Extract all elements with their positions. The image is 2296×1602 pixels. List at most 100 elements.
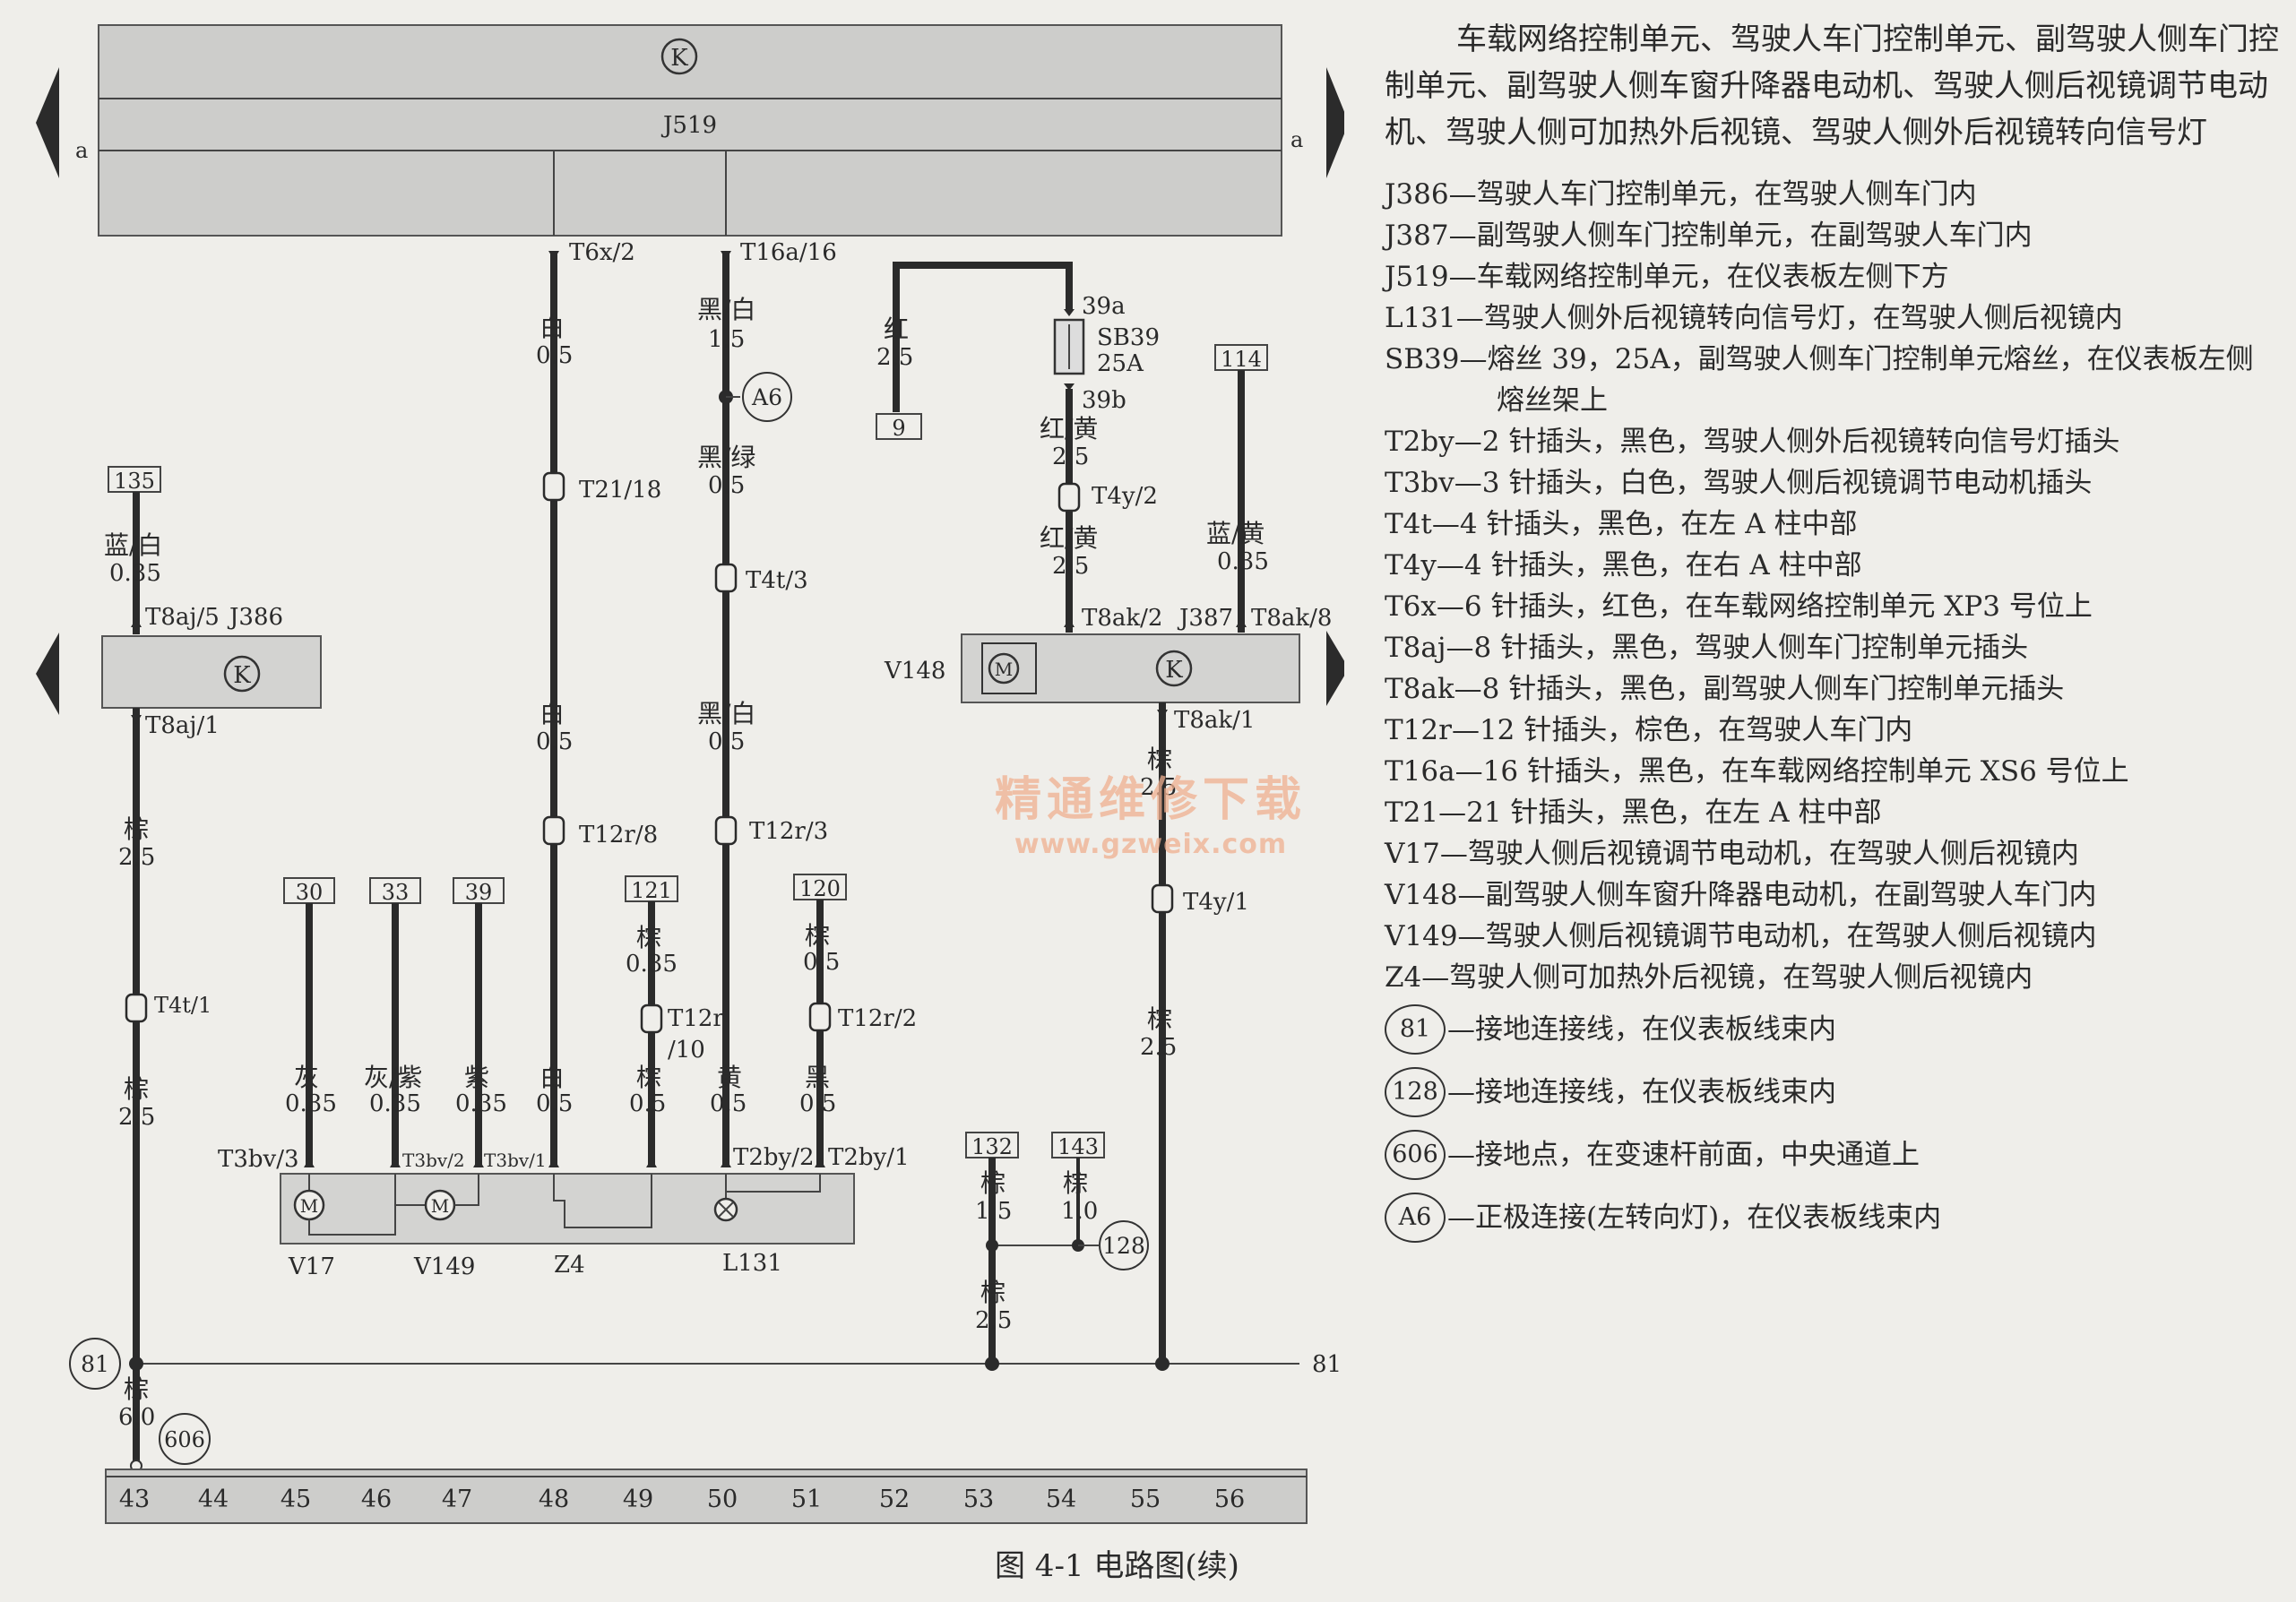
wire-size: 0.35 xyxy=(369,1090,421,1117)
legend-item: T4t—4 针插头，黑色，在左 A 柱中部 xyxy=(1385,508,1858,540)
z4-heater xyxy=(553,1174,652,1228)
conn-t4y2: T4y/2 xyxy=(1092,483,1158,510)
conn-t4t1: T4t/1 xyxy=(154,993,211,1018)
v148-label: V148 xyxy=(884,658,945,685)
wire-size: 2.5 xyxy=(118,844,155,871)
legend-circled-text: —接地连接线，在仪表板线束内 xyxy=(1447,1013,1836,1046)
wire-label: 红 xyxy=(884,314,909,344)
conn-t8aj1: T8aj/1 xyxy=(145,712,220,739)
continue-right-arrow-icon[interactable] xyxy=(1326,67,1344,178)
conn-t8ak8: T8ak/8 xyxy=(1251,605,1332,632)
wire-label: 黑/绿 xyxy=(697,443,755,472)
legend-item: V149—驾驶人侧后视镜调节电动机，在驾驶人侧后视镜内 xyxy=(1385,920,2097,952)
wire-label: 棕 xyxy=(124,814,149,844)
ref-121-label: 121 xyxy=(631,878,672,903)
ground-81-label: 81 xyxy=(81,1351,109,1377)
continue-right-arrow-j387-icon[interactable] xyxy=(1326,631,1344,706)
j387-k-icon xyxy=(1155,650,1193,687)
column-number: 43 xyxy=(119,1486,150,1513)
column-strip xyxy=(105,1468,1308,1524)
legend-circled-item: 81—接地连接线，在仪表板线束内 xyxy=(1385,998,2281,1061)
ground-128-label: 128 xyxy=(1102,1233,1145,1259)
column-number: 47 xyxy=(442,1486,472,1513)
figure-caption: 图 4-1 电路图(续) xyxy=(995,1548,1239,1584)
conn-t3bv1: T3bv/1 xyxy=(484,1150,547,1171)
continue-left-arrow-j386-icon[interactable] xyxy=(36,633,59,715)
column-number: 46 xyxy=(361,1486,392,1513)
wire-label: 红/黄 xyxy=(1040,523,1098,553)
wire-size: 0.35 xyxy=(455,1090,507,1117)
wire-size: 0.5 xyxy=(629,1090,666,1117)
fuse-39b: 39b xyxy=(1082,387,1126,414)
j386-k-icon xyxy=(223,655,261,693)
v17-motor-m: M xyxy=(300,1195,318,1217)
ground-81-node-55 xyxy=(1155,1357,1170,1371)
ground-81-right: 81 xyxy=(1312,1351,1342,1378)
v149-label: V149 xyxy=(413,1253,475,1280)
watermark-line1: 精通维修下载 xyxy=(995,773,1308,827)
conn-t12r2: T12r/2 xyxy=(838,1005,917,1032)
l131-label: L131 xyxy=(722,1250,782,1277)
wire-label: 棕 xyxy=(1147,745,1172,774)
wire-size: 0.5 xyxy=(799,1090,836,1117)
wire-label: 白 xyxy=(539,699,565,728)
ref-39-label: 39 xyxy=(465,880,493,905)
v149-return xyxy=(454,1174,479,1206)
wire-label: 黑/白 xyxy=(697,295,755,324)
continue-left-arrow-icon[interactable] xyxy=(36,67,59,178)
wire-size: 0.35 xyxy=(626,951,678,978)
column-number: 50 xyxy=(707,1486,738,1513)
legend-item: T8aj—8 针插头，黑色，驾驶人侧车门控制单元插头 xyxy=(1385,632,2029,664)
wire-size: 0.5 xyxy=(536,1090,573,1117)
v17-label: V17 xyxy=(288,1253,335,1280)
ref-33-label: 33 xyxy=(382,880,410,905)
ref-143-label: 143 xyxy=(1057,1134,1099,1159)
legend-item: T3bv—3 针插头，白色，驾驶人侧后视镜调节电动机插头 xyxy=(1385,467,2093,499)
wire-size: 0.5 xyxy=(708,472,745,499)
column-number: 52 xyxy=(879,1486,910,1513)
legend-panel: 车载网络控制单元、驾驶人车门控制单元、副驾驶人侧车门控制单元、副驾驶人侧车窗升降… xyxy=(1385,16,2281,1249)
conn-t2by1: T2by/1 xyxy=(828,1144,910,1171)
column-number: 49 xyxy=(623,1486,653,1513)
bus-a-left: a xyxy=(75,138,88,163)
legend-item: T21—21 针插头，黑色，在左 A 柱中部 xyxy=(1385,797,1882,829)
wire-label: 棕 xyxy=(124,1374,149,1404)
wire-size: 2.5 xyxy=(118,1104,155,1131)
column-number: 55 xyxy=(1130,1486,1161,1513)
wire-size: 2.5 xyxy=(975,1307,1012,1334)
legend-circled-item: 128—接地连接线，在仪表板线束内 xyxy=(1385,1061,2281,1124)
ground-606-marker xyxy=(159,1413,211,1465)
j386-unit xyxy=(101,635,322,709)
ground-81-node xyxy=(129,1357,143,1371)
legend-circled-text: —接地点，在变速杆前面，中央通道上 xyxy=(1447,1139,1920,1171)
legend-circled-text: —接地连接线，在仪表板线束内 xyxy=(1447,1076,1836,1108)
wire-size: 2.5 xyxy=(1140,1034,1177,1061)
wire-size: 2.5 xyxy=(1052,444,1089,470)
legend-title: 车载网络控制单元、驾驶人车门控制单元、副驾驶人侧车门控制单元、副驾驶人侧车窗升降… xyxy=(1385,22,2279,151)
conn-t3bv2: T3bv/2 xyxy=(402,1150,465,1171)
v149-motor-m: M xyxy=(431,1195,449,1217)
j386-k-label: K xyxy=(233,662,251,689)
legend-item: SB39—熔丝 39，25A，副驾驶人侧车门控制单元熔丝，在仪表板左侧熔丝架上 xyxy=(1385,343,2254,417)
watermark: 精通维修下载 www.gzweix.com xyxy=(995,762,1307,860)
wire-size: 0.5 xyxy=(710,1090,747,1117)
column-number: 51 xyxy=(791,1486,822,1513)
conn-t4y1: T4y/1 xyxy=(1183,889,1249,916)
wire-label: 棕 xyxy=(124,1074,149,1104)
v148-motor-icon xyxy=(988,652,1020,685)
conn-t6x2: T6x/2 xyxy=(569,239,635,266)
wire-label: 棕 xyxy=(636,923,661,952)
column-number: 54 xyxy=(1046,1486,1076,1513)
wire-label: 黑 xyxy=(805,1063,830,1092)
z4-label: Z4 xyxy=(554,1252,585,1279)
conn-t4t3: T4t/3 xyxy=(746,567,808,594)
j387-label: J387 xyxy=(1177,605,1233,632)
column-number: 45 xyxy=(281,1486,311,1513)
l131-leads xyxy=(725,1174,821,1193)
wire-label: 白 xyxy=(539,1063,565,1092)
legend-item: T2by—2 针插头，黑色，驾驶人侧外后视镜转向信号灯插头 xyxy=(1385,426,2120,458)
wire-size: 2.5 xyxy=(1140,774,1177,801)
wire-red-col53 xyxy=(893,262,1073,412)
conn-t2by2: T2by/2 xyxy=(733,1144,815,1171)
